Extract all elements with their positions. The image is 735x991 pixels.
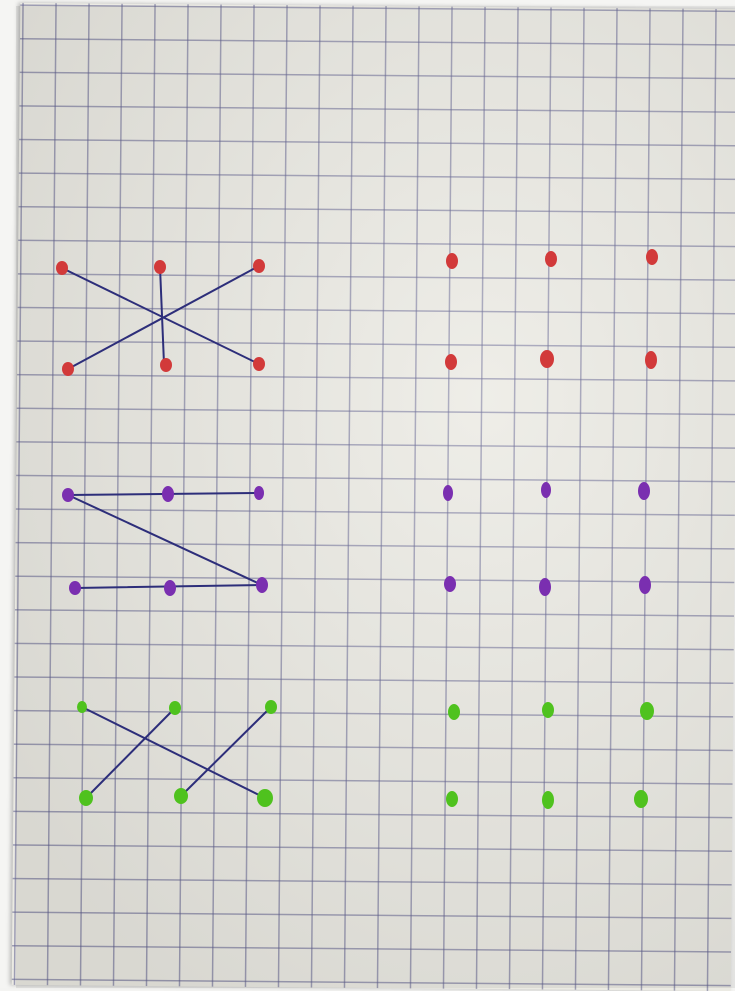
- green-dot: [265, 700, 277, 714]
- red-dot: [646, 249, 658, 265]
- red-dot: [645, 351, 657, 369]
- green-line-2: [85, 707, 176, 799]
- red-line-2: [67, 265, 260, 370]
- purple-dot: [444, 576, 456, 592]
- green-dots: [77, 700, 654, 809]
- green-dot: [77, 701, 87, 713]
- purple-dot: [256, 577, 268, 593]
- green-line-3: [180, 706, 272, 797]
- green-dot: [448, 704, 460, 720]
- red-dot: [154, 260, 166, 274]
- red-dot: [253, 357, 265, 371]
- purple-dots: [62, 482, 651, 596]
- purple-dot: [69, 581, 81, 595]
- purple-dot: [541, 482, 551, 498]
- ink-lines: [61, 265, 272, 799]
- green-dot: [79, 790, 93, 806]
- red-dot: [56, 261, 68, 275]
- red-dot: [540, 350, 554, 368]
- red-dot: [253, 259, 265, 273]
- red-dots: [56, 249, 658, 376]
- red-dot: [545, 251, 557, 267]
- purple-dot: [62, 488, 74, 502]
- purple-dot: [164, 580, 176, 596]
- red-line-1: [61, 267, 260, 365]
- green-dot: [634, 790, 648, 808]
- red-dot: [445, 354, 457, 370]
- green-dot: [257, 789, 273, 807]
- green-dot: [640, 702, 654, 720]
- green-dot: [174, 788, 188, 804]
- purple-dot: [443, 485, 453, 501]
- purple-dot: [639, 576, 651, 594]
- purple-dot: [254, 486, 264, 500]
- green-dot: [542, 702, 554, 718]
- red-dot: [446, 253, 458, 269]
- purple-dot: [638, 482, 650, 500]
- purple-dot: [539, 578, 551, 596]
- green-dot: [169, 701, 181, 715]
- red-dot: [62, 362, 74, 376]
- red-line-3: [159, 266, 165, 365]
- purple-line-2: [67, 494, 263, 586]
- green-line-1: [81, 706, 266, 799]
- red-dot: [160, 358, 172, 372]
- green-dot: [446, 791, 458, 807]
- purple-dot: [162, 486, 174, 502]
- green-dot: [542, 791, 554, 809]
